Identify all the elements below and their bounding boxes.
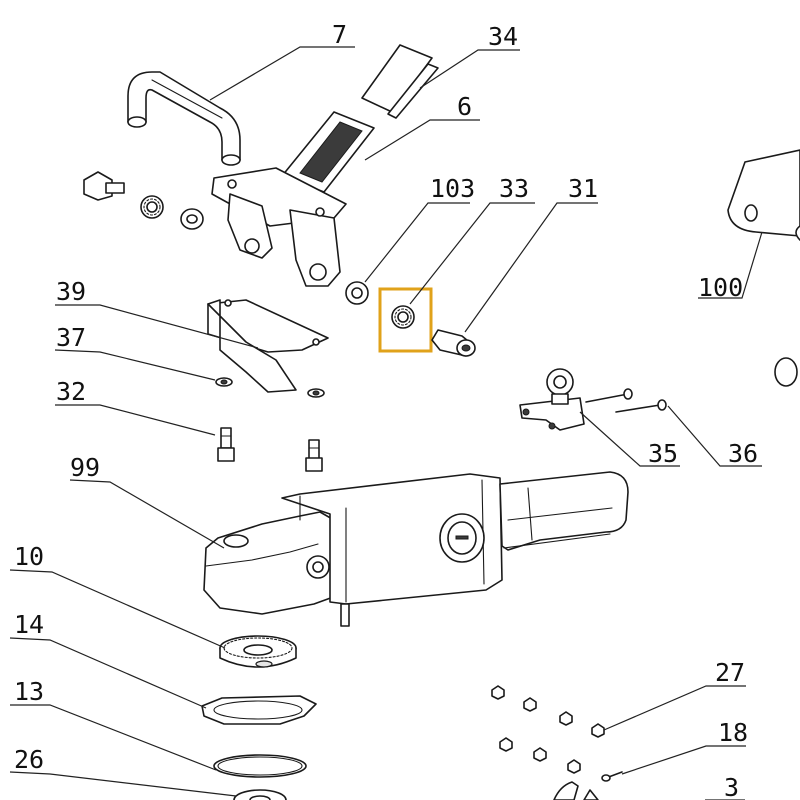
callout-36: 36 <box>667 405 762 468</box>
part-18-screw[interactable] <box>601 771 623 782</box>
callout-31: 31 <box>464 174 598 333</box>
callout-6: 6 <box>364 92 480 161</box>
part-36-pin-a[interactable] <box>585 388 633 403</box>
svg-text:7: 7 <box>332 20 347 49</box>
o-ring-right[interactable] <box>774 357 798 387</box>
callout-39: 39 <box>55 277 259 349</box>
callout-13: 13 <box>10 677 217 771</box>
svg-text:100: 100 <box>698 273 743 302</box>
callout-99: 99 <box>69 453 225 549</box>
callout-7: 7 <box>209 20 355 101</box>
svg-text:14: 14 <box>14 610 44 639</box>
bearing-left[interactable] <box>140 195 164 219</box>
svg-text:26: 26 <box>14 745 44 774</box>
callout-14: 14 <box>9 610 207 709</box>
part-100-plate[interactable] <box>727 149 800 241</box>
part-10-gear[interactable] <box>219 635 297 668</box>
part-37-nut-b[interactable] <box>307 388 325 398</box>
part-13-o-ring[interactable] <box>213 754 307 778</box>
part-37-nut-a[interactable] <box>215 377 233 387</box>
svg-text:27: 27 <box>715 658 745 687</box>
callout-33: 33 <box>409 174 535 305</box>
callout-32: 32 <box>55 377 216 436</box>
svg-text:10: 10 <box>14 542 44 571</box>
part-6-bracket[interactable] <box>211 111 375 287</box>
svg-text:99: 99 <box>70 453 100 482</box>
svg-text:103: 103 <box>430 174 475 203</box>
svg-text:13: 13 <box>14 677 44 706</box>
callout-100: 100 <box>698 231 763 302</box>
part-32-screw-b[interactable] <box>305 439 323 472</box>
callout-103: 103 <box>364 174 475 283</box>
part-99-body[interactable] <box>203 471 629 627</box>
callout-18: 18 <box>621 718 748 775</box>
part-31-bolt[interactable] <box>431 329 476 357</box>
part-27-nuts[interactable] <box>491 685 605 774</box>
part-3-pad[interactable] <box>553 781 599 800</box>
svg-text:18: 18 <box>718 718 748 747</box>
highlight-box <box>378 287 433 353</box>
callout-10: 10 <box>9 542 226 649</box>
part-7-handle[interactable] <box>127 71 241 166</box>
part-35-clamp[interactable] <box>519 368 585 431</box>
washer-left[interactable] <box>180 208 204 230</box>
svg-text:3: 3 <box>724 773 739 800</box>
callout-3: 3 <box>705 773 745 800</box>
part-34-strip[interactable] <box>361 44 439 119</box>
svg-text:33: 33 <box>499 174 529 203</box>
svg-text:6: 6 <box>457 92 472 121</box>
part-14-gasket[interactable] <box>201 695 317 725</box>
svg-text:35: 35 <box>648 439 678 468</box>
svg-text:32: 32 <box>56 377 86 406</box>
callout-34: 34 <box>419 22 520 89</box>
part-33-bearing[interactable] <box>391 305 415 329</box>
callout-37: 37 <box>54 323 216 381</box>
svg-text:31: 31 <box>568 174 598 203</box>
svg-text:34: 34 <box>488 22 518 51</box>
callout-26: 26 <box>9 745 237 797</box>
svg-text:39: 39 <box>56 277 86 306</box>
svg-text:36: 36 <box>728 439 758 468</box>
part-26-bearing[interactable] <box>233 789 287 800</box>
svg-text:37: 37 <box>56 323 86 352</box>
callout-35: 35 <box>579 411 680 468</box>
callout-27: 27 <box>603 658 746 731</box>
bolt-left[interactable] <box>83 171 125 201</box>
part-32-screw-a[interactable] <box>217 427 235 462</box>
part-103-washer[interactable] <box>345 281 369 305</box>
part-36-pin-b[interactable] <box>615 399 667 413</box>
